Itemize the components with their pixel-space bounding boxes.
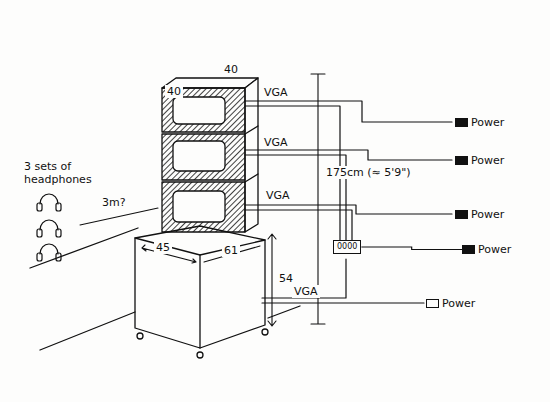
power-plug: Power	[426, 297, 475, 310]
cabinet	[135, 226, 268, 358]
dimension-lines	[80, 74, 325, 326]
sketch-stroke	[200, 240, 265, 348]
dimension-label: 175cm (≈ 5'9")	[324, 166, 413, 179]
sketch-stroke	[56, 229, 61, 237]
dimension-label: 54	[277, 272, 295, 285]
plug-symbol	[455, 210, 468, 219]
sketch-stroke	[245, 210, 352, 240]
sketch-stroke	[268, 234, 276, 326]
signal-label: VGA	[262, 136, 290, 149]
sketch-stroke	[173, 191, 225, 222]
sketch-stroke	[56, 203, 61, 211]
sketch-stroke	[37, 203, 42, 211]
signal-label: VGA	[262, 86, 290, 99]
power-label: Power	[471, 116, 504, 129]
sketch-stroke	[173, 141, 225, 171]
sketch-stroke	[197, 352, 203, 358]
headphones	[37, 194, 61, 261]
sketch-stroke	[245, 126, 258, 182]
dimension-label: 40	[224, 63, 238, 76]
sketch-stroke	[80, 208, 158, 225]
signal-label: VGA	[264, 189, 292, 202]
dimension-label: 61	[222, 244, 240, 257]
sketch-stroke	[262, 329, 268, 335]
sketch-stroke	[37, 229, 42, 237]
sketch-stroke	[37, 253, 42, 261]
sketch-stroke	[137, 333, 143, 339]
floor-line	[40, 312, 135, 350]
power-cable	[361, 247, 462, 250]
power-label: Power	[442, 297, 475, 310]
sketch-stroke	[135, 238, 200, 348]
power-label: Power	[478, 243, 511, 256]
power-plug: Power	[462, 243, 511, 256]
dimension-label: 3m?	[100, 196, 128, 209]
sketch-stroke	[245, 101, 452, 122]
sketch-stroke	[56, 253, 61, 261]
monitor-stack	[162, 78, 258, 232]
power-label: Power	[471, 208, 504, 221]
power-plug: Power	[455, 116, 504, 129]
power-plug: Power	[455, 154, 504, 167]
power-plug: Power	[455, 208, 504, 221]
sketch-stroke	[262, 302, 424, 303]
power-strip: 0000	[333, 240, 361, 254]
strip-label: 0000	[337, 242, 357, 251]
floor-line	[30, 228, 138, 268]
sketch-stroke	[262, 259, 346, 298]
plug-symbol	[426, 299, 439, 308]
plug-symbol	[455, 118, 468, 127]
sketch-stroke	[162, 182, 245, 232]
plug-symbol	[462, 245, 475, 254]
dimension-label: 3 sets of headphones	[24, 160, 104, 186]
plug-symbol	[455, 156, 468, 165]
dimension-label: 40	[165, 85, 183, 98]
sketch-stroke	[40, 220, 58, 230]
sketch-stroke	[162, 134, 245, 180]
sketch-stroke	[40, 244, 58, 254]
dimension-label: 45	[154, 241, 172, 254]
sketch-stroke	[40, 194, 58, 204]
signal-label: VGA	[292, 285, 320, 298]
power-label: Power	[471, 154, 504, 167]
sketch-stroke	[173, 97, 225, 124]
floor-line	[268, 306, 300, 318]
cables	[245, 101, 452, 303]
